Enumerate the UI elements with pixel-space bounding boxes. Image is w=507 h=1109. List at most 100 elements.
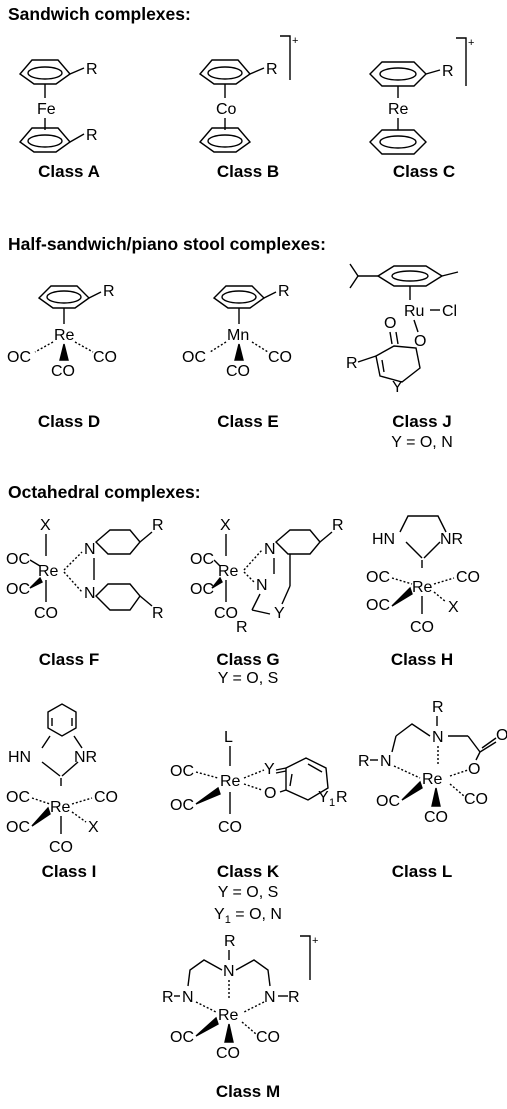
atom-label: Re <box>412 579 433 596</box>
structure-class-d: R Re OC CO CO <box>7 283 117 380</box>
atom-label: R <box>278 283 290 300</box>
atom-label: R <box>152 517 164 534</box>
atom-label: CO <box>51 363 75 380</box>
atom-label: Fe <box>37 101 56 118</box>
atom-label: NR <box>440 531 463 548</box>
structure-class-g: X OC Re OC CO N N R Y R <box>190 517 344 636</box>
atom-label: OC <box>190 551 214 568</box>
atom-label: X <box>220 517 231 534</box>
structure-class-j: Ru Cl O O R Y <box>346 263 459 396</box>
atom-label: CO <box>218 819 242 836</box>
atom-label: OC <box>366 597 390 614</box>
structure-class-a: R Fe R <box>18 59 98 153</box>
charge-plus: + <box>312 935 318 947</box>
atom-label: R <box>86 61 98 78</box>
atom-label: N <box>84 541 96 558</box>
section-heading-octahedral: Octahedral complexes: <box>8 482 201 502</box>
atom-label: OC <box>6 789 30 806</box>
atom-label: R <box>236 619 248 636</box>
atom-label: OC <box>170 797 194 814</box>
atom-label: X <box>40 517 51 534</box>
atom-label: CO <box>226 363 250 380</box>
atom-label: Mn <box>227 327 249 344</box>
atom-label: Re <box>220 773 241 790</box>
atom-label: OC <box>190 581 214 598</box>
note-class-g: Y = O, S <box>217 670 279 687</box>
class-label-g: Class G <box>216 650 280 669</box>
atom-label: OC <box>170 1029 194 1046</box>
atom-label: R <box>442 63 454 80</box>
section-heading-half-sandwich: Half-sandwich/piano stool complexes: <box>8 234 326 254</box>
structure-class-l: R N O R N Re O OC CO CO <box>358 699 507 826</box>
note-class-k-2: Y1 = O, N <box>168 906 328 926</box>
atom-label: OC <box>7 349 31 366</box>
atom-label: CO <box>464 791 488 808</box>
atom-label: R <box>266 61 278 78</box>
atom-label: X <box>448 599 459 616</box>
atom-label: CO <box>410 619 434 636</box>
note-class-k-2-prefix: Y <box>214 906 225 923</box>
atom-label: R <box>336 789 348 806</box>
class-label-m: Class M <box>215 1082 281 1101</box>
note-class-j: Y = O, N <box>391 434 453 451</box>
structure-class-k: L OC Re OC CO Y O Y 1 R <box>170 729 348 836</box>
atom-label: Cl <box>442 303 457 320</box>
atom-label: R <box>152 605 164 622</box>
note-class-k-2-rest: = O, N <box>230 906 282 923</box>
class-label-k: Class K <box>216 862 280 881</box>
class-label-a: Class A <box>38 162 100 181</box>
section-heading-sandwich: Sandwich complexes: <box>8 4 191 24</box>
note-class-k-2-sub: 1 <box>224 914 231 927</box>
atom-label: N <box>84 585 96 602</box>
note-class-k-1: Y = O, S <box>217 884 279 901</box>
atom-label: O <box>468 761 480 778</box>
atom-label: CO <box>214 605 238 622</box>
atom-label: NR <box>74 749 97 766</box>
atom-label: OC <box>6 581 30 598</box>
structure-class-h: HN NR OC Re CO OC X CO <box>366 515 480 636</box>
atom-label: Re <box>38 563 59 580</box>
atom-label: R <box>162 989 174 1006</box>
atom-label: CO <box>216 1045 240 1062</box>
atom-label: CO <box>256 1029 280 1046</box>
atom-label: CO <box>424 809 448 826</box>
atom-label: O <box>264 785 276 802</box>
atom-label: 1 <box>329 797 335 809</box>
atom-label: Re <box>50 799 71 816</box>
atom-label: Ru <box>404 303 424 320</box>
class-label-c: Class C <box>392 162 456 181</box>
atom-label: HN <box>8 749 31 766</box>
class-label-e: Class E <box>217 412 279 431</box>
class-label-l: Class L <box>391 862 453 881</box>
atom-label: R <box>224 933 236 950</box>
atom-label: OC <box>6 819 30 836</box>
atom-label: Re <box>54 327 75 344</box>
atom-label: HN <box>372 531 395 548</box>
atom-label: N <box>256 577 268 594</box>
atom-label: Re <box>218 1007 239 1024</box>
class-label-d: Class D <box>37 412 101 431</box>
atom-label: CO <box>456 569 480 586</box>
class-label-h: Class H <box>390 650 454 669</box>
atom-label: Re <box>422 771 443 788</box>
atom-label: X <box>88 819 99 836</box>
atom-label: Y <box>392 379 403 396</box>
charge-plus: + <box>292 35 298 47</box>
structure-class-m: R N + R N N R Re OC CO CO <box>162 933 318 1062</box>
atom-label: N <box>223 963 235 980</box>
atom-label: R <box>432 699 444 716</box>
atom-label: O <box>414 333 426 350</box>
atom-label: O <box>384 315 396 332</box>
atom-label: N <box>432 729 444 746</box>
atom-label: R <box>103 283 115 300</box>
atom-label: Co <box>216 101 237 118</box>
atom-label: OC <box>376 793 400 810</box>
atom-label: N <box>380 753 392 770</box>
atom-label: R <box>86 127 98 144</box>
atom-label: CO <box>94 789 118 806</box>
atom-label: R <box>346 355 358 372</box>
atom-label: OC <box>366 569 390 586</box>
atom-label: OC <box>6 551 30 568</box>
charge-plus: + <box>468 37 474 49</box>
structure-class-i: HN NR OC Re CO OC X CO <box>6 703 118 856</box>
